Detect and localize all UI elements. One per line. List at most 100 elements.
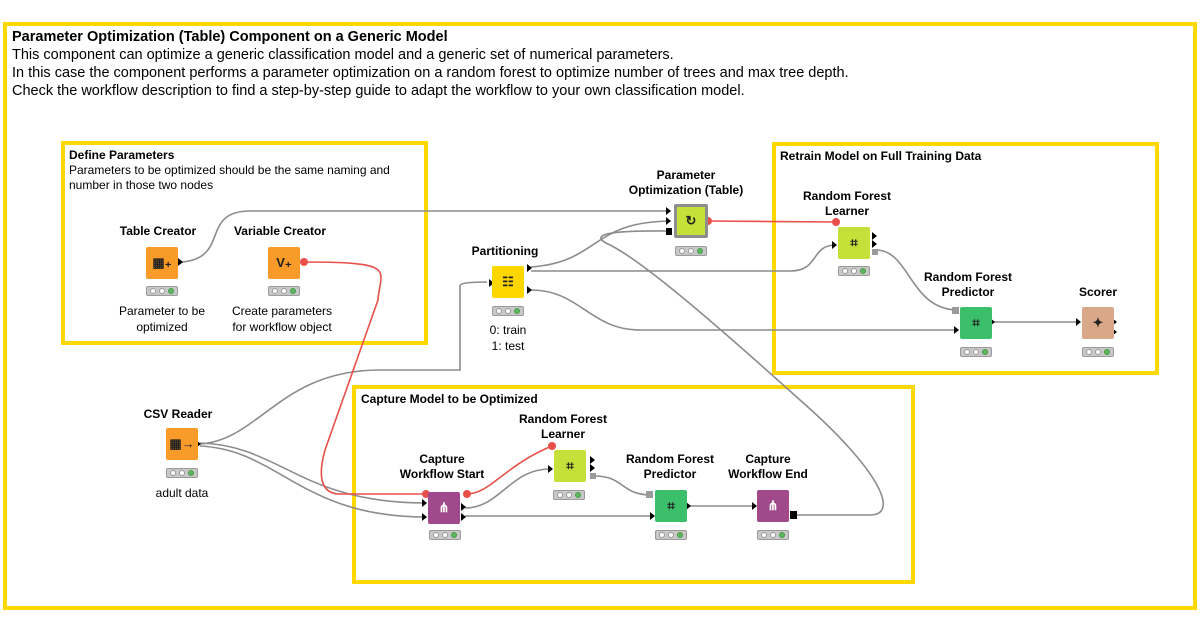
port-triangle <box>461 513 466 521</box>
port-model-square <box>646 491 653 498</box>
connection-csv-to-partition <box>199 281 488 445</box>
port-triangle <box>590 464 595 472</box>
port-triangle <box>686 502 691 510</box>
node-status-csv-reader <box>166 468 198 478</box>
node-label-rf-learner-top: Random Forest Learner <box>777 189 917 219</box>
node-label-line: Parameter <box>656 168 716 182</box>
capture-start-icon: ⋔ <box>438 500 450 515</box>
node-label-csv-reader: CSV Reader <box>143 407 213 421</box>
node-rf-learner-top[interactable]: ⌗ <box>838 227 870 259</box>
forest-predictor-icon: ⌗ <box>667 498 675 513</box>
port-triangle <box>527 286 532 294</box>
node-label-rf-learner-bottom: Random Forest Learner <box>493 412 633 442</box>
capture-end-icon: ⋔ <box>767 498 779 513</box>
csv-table-icon: ▦→ <box>169 436 195 451</box>
node-rf-predictor-bottom[interactable]: ⌗ <box>655 490 687 522</box>
node-status-rf-predictor-bottom <box>655 530 687 540</box>
node-label-line: Capture <box>745 452 791 466</box>
node-status-rf-learner-bottom <box>553 490 585 500</box>
node-annotation-partitioning: 0: train 1: test <box>428 322 588 354</box>
node-annotation-line: adult data <box>155 486 209 500</box>
connection-captureend-to-paramopt <box>600 230 885 516</box>
annotation-retrain-model[interactable]: Retrain Model on Full Training Data <box>772 142 1159 375</box>
node-status-rf-learner-top <box>838 266 870 276</box>
node-status-scorer <box>1082 347 1114 357</box>
annotation-title: Define Parameters <box>69 148 175 162</box>
annotation-title: Parameter Optimization (Table) Component… <box>12 29 448 45</box>
connection-learner-to-predictor <box>593 475 653 496</box>
node-label-line: Learner <box>824 204 870 218</box>
port-triangle <box>548 465 553 473</box>
connection-capturestart-to-learner <box>464 468 551 509</box>
flow-port-dot <box>548 442 556 450</box>
port-triangle <box>422 499 427 507</box>
node-annotation-table-creator: Parameter to be optimized <box>82 303 242 335</box>
node-label-line: Workflow End <box>728 467 808 481</box>
flow-capturestart-to-learner <box>466 445 553 495</box>
node-capture-workflow-end[interactable]: ⋔ <box>757 490 789 522</box>
node-label-line: Predictor <box>643 467 697 481</box>
connection-partition-to-learner-top <box>531 244 837 272</box>
node-annotation-line: optimized <box>136 320 188 334</box>
annotation-line: number in those two nodes <box>69 178 214 192</box>
port-triangle <box>666 217 671 225</box>
port-triangle <box>954 326 959 334</box>
port-triangle <box>752 502 757 510</box>
flow-paramopt-to-learner-top <box>707 220 837 223</box>
node-label-line: Optimization (Table) <box>628 183 744 197</box>
workflow-annotation-main[interactable]: Parameter Optimization (Table) Component… <box>3 22 1197 610</box>
node-variable-creator[interactable]: V₊ <box>268 247 300 279</box>
connection-partition-to-paramopt <box>530 220 671 268</box>
flow-port-dot <box>463 490 471 498</box>
node-label-rf-predictor-bottom: Random Forest Predictor <box>600 452 740 482</box>
node-status-param-opt <box>675 246 707 256</box>
connection-learner-top-to-predictor-top <box>875 249 959 311</box>
node-status-rf-predictor-top <box>960 347 992 357</box>
annotation-line: This component can optimize a generic cl… <box>12 47 674 63</box>
node-label-variable-creator: Variable Creator <box>233 224 327 238</box>
node-annotation-line: for workflow object <box>232 320 332 334</box>
node-param-optimization[interactable]: ↻ <box>674 204 708 238</box>
flow-port-dot <box>300 258 308 266</box>
node-label-capture-end: Capture Workflow End <box>698 452 838 482</box>
node-rf-learner-bottom[interactable]: ⌗ <box>554 450 586 482</box>
connection-csv-to-capturestart-1 <box>199 442 427 504</box>
node-label-line: Learner <box>540 427 586 441</box>
annotation-capture-model[interactable]: Capture Model to be Optimized <box>352 385 915 584</box>
node-capture-workflow-start[interactable]: ⋔ <box>428 492 460 524</box>
port-model-square <box>952 307 959 314</box>
port-triangle <box>872 240 877 248</box>
connection-partition-to-predictor-top <box>530 289 958 331</box>
node-label-line: Random Forest <box>518 412 607 426</box>
port-triangle <box>590 456 595 464</box>
port-triangle <box>489 279 494 287</box>
annotation-line: Parameters to be optimized should be the… <box>69 163 390 177</box>
annotation-define-parameters[interactable]: Define Parameters Parameters to be optim… <box>61 141 428 345</box>
annotation-title: Capture Model to be Optimized <box>361 392 538 406</box>
table-plus-icon: ▦₊ <box>152 255 172 270</box>
connection-csv-to-capturestart-2 <box>199 445 427 518</box>
node-rf-predictor-top[interactable]: ⌗ <box>960 307 992 339</box>
node-table-creator[interactable]: ▦₊ <box>146 247 178 279</box>
port-triangle <box>461 503 466 511</box>
node-annotation-variable-creator: Create parameters for workflow object <box>202 303 362 335</box>
node-csv-reader[interactable]: ▦→ <box>166 428 198 460</box>
port-square <box>666 228 672 235</box>
node-scorer[interactable]: ✦ <box>1082 307 1114 339</box>
node-label-line: Random Forest <box>802 189 891 203</box>
node-annotation-line: 1: test <box>491 339 525 353</box>
node-partitioning[interactable]: ☷ <box>492 266 524 298</box>
node-annotation-line: 0: train <box>489 323 527 337</box>
annotation-title: Retrain Model on Full Training Data <box>780 149 982 163</box>
node-status-capture-start <box>429 530 461 540</box>
node-label-line: Random Forest <box>625 452 714 466</box>
node-label-line: Workflow Start <box>399 467 485 481</box>
connection-table-to-paramopt <box>181 210 670 263</box>
node-label-line: Predictor <box>941 285 995 299</box>
node-label-partitioning: Partitioning <box>471 244 539 258</box>
port-model-square <box>590 473 596 479</box>
node-label-table-creator: Table Creator <box>119 224 197 238</box>
annotation-line: In this case the component performs a pa… <box>12 65 849 81</box>
node-annotation-line: Create parameters <box>231 304 333 318</box>
